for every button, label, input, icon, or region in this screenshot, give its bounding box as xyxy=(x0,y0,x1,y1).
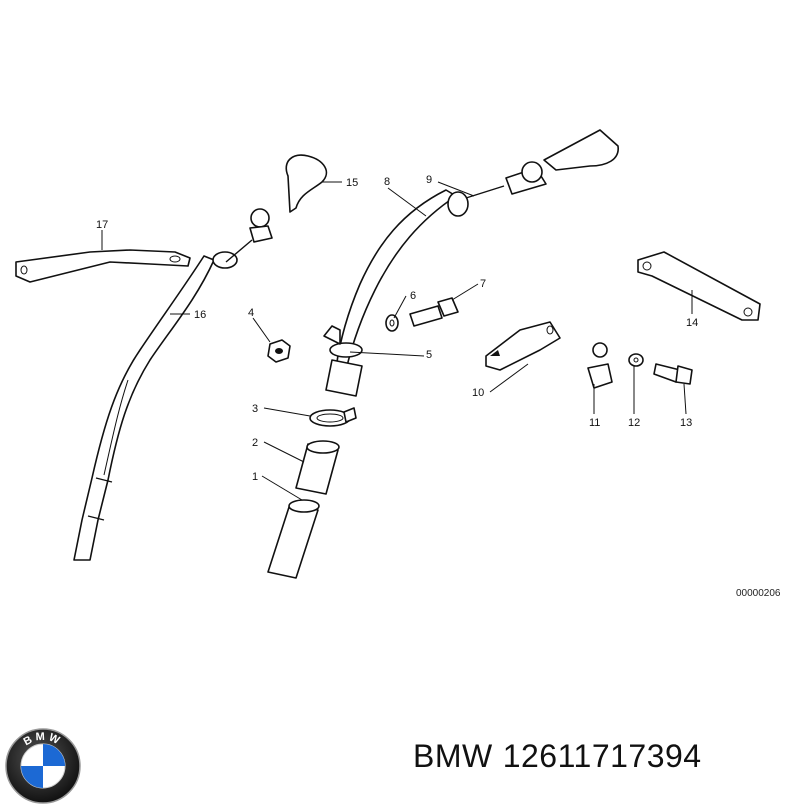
part-17-bracket xyxy=(15,249,191,283)
callout-12: 12 xyxy=(628,417,640,429)
part-12-washer xyxy=(628,353,644,367)
callout-14: 14 xyxy=(686,317,698,329)
part-1-tube xyxy=(267,499,320,579)
part-7-bolt xyxy=(409,297,459,327)
part-4-nut xyxy=(267,339,291,363)
callout-3: 3 xyxy=(252,403,258,415)
part-number: 12611717394 xyxy=(502,738,702,774)
callout-labels: 1 2 3 4 5 6 7 8 9 10 11 12 13 14 15 16 1… xyxy=(96,174,698,483)
callout-9: 9 xyxy=(426,174,432,186)
brand-name: BMW xyxy=(413,738,493,774)
callout-4: 4 xyxy=(248,307,254,319)
part-15-dipstick-handle xyxy=(225,154,328,263)
diagram-code: 00000206 xyxy=(736,588,781,599)
svg-text:BMW: BMW xyxy=(22,731,65,749)
callout-7: 7 xyxy=(480,278,486,290)
callout-10: 10 xyxy=(472,387,484,399)
callout-16: 16 xyxy=(194,309,206,321)
part-10-bracket xyxy=(485,321,561,371)
part-5-clamp xyxy=(323,325,341,345)
leader-lines xyxy=(101,181,693,501)
callout-6: 6 xyxy=(410,290,416,302)
part-13-bolt xyxy=(653,363,693,385)
part-11-clip xyxy=(587,342,613,389)
callout-5: 5 xyxy=(426,349,432,361)
part-16-dipstick-tube xyxy=(73,251,238,561)
callout-17: 17 xyxy=(96,219,108,231)
callout-11: 11 xyxy=(589,417,600,429)
part-3-hose-clamp xyxy=(309,407,357,427)
callout-8: 8 xyxy=(384,176,390,188)
bmw-logo-icon: BMW xyxy=(5,728,81,804)
callout-13: 13 xyxy=(680,417,692,429)
part-2-sleeve xyxy=(295,440,340,495)
callout-15: 15 xyxy=(346,177,358,189)
part-9-dipstick-handle xyxy=(465,129,619,199)
part-8-guide-tube xyxy=(325,189,469,397)
callout-1: 1 xyxy=(252,471,258,483)
callout-2: 2 xyxy=(252,437,258,449)
part-6-washer xyxy=(385,314,399,332)
part-14-bracket xyxy=(637,251,761,321)
